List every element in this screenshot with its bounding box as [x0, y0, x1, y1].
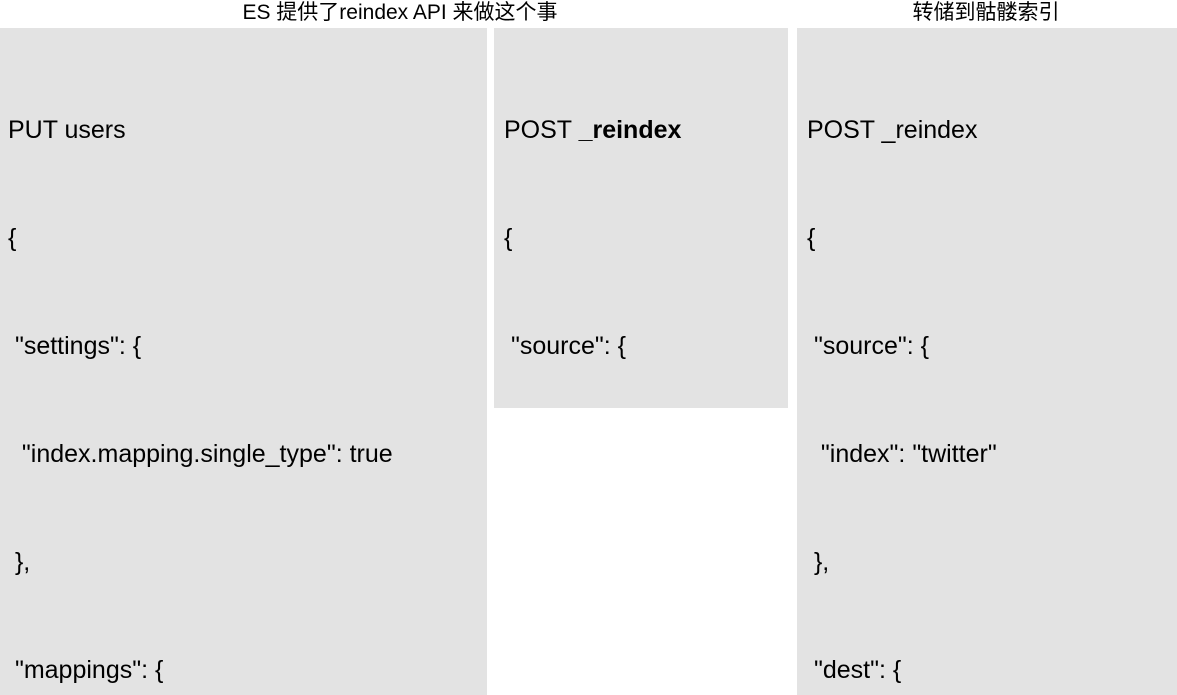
- code-line-request: POST _reindex: [504, 112, 780, 148]
- code-panel-create-users-index: PUT users { "settings": { "index.mapping…: [0, 28, 487, 695]
- code-line: "settings": {: [8, 332, 142, 360]
- request-path: _reindex: [578, 116, 682, 144]
- code-line: {: [807, 224, 816, 252]
- code-line: "index": "twitter": [807, 440, 997, 468]
- code-line: },: [8, 548, 31, 576]
- title-left-reindex-api: ES 提供了reindex API 来做这个事: [242, 1, 558, 24]
- code-panel-reindex-users: POST _reindex { "source": { "index": "tw…: [494, 28, 788, 408]
- code-block-reindex-users: POST _reindex { "source": { "index": "tw…: [494, 28, 788, 408]
- request-space: [572, 116, 579, 144]
- code-line: POST _reindex: [807, 116, 978, 144]
- code-block-reindex-new-twitter-with-script: POST _reindex { "source": { "index": "tw…: [797, 28, 1177, 695]
- code-line: "source": {: [504, 332, 626, 360]
- code-line: {: [8, 224, 17, 252]
- code-line: "source": {: [807, 332, 929, 360]
- code-line: "mappings": {: [8, 656, 164, 684]
- code-block-create-users-index: PUT users { "settings": { "index.mapping…: [0, 28, 487, 695]
- code-line: PUT users: [8, 116, 126, 144]
- code-line: },: [807, 548, 830, 576]
- code-line: {: [504, 224, 513, 252]
- request-method: POST: [504, 116, 572, 144]
- title-right-dump-to-skeleton-index: 转储到骷髅索引: [912, 1, 1060, 24]
- code-line: "index.mapping.single_type": true: [8, 440, 393, 468]
- code-line: "dest": {: [807, 656, 902, 684]
- code-panel-reindex-new-twitter-with-script: POST _reindex { "source": { "index": "tw…: [797, 28, 1177, 695]
